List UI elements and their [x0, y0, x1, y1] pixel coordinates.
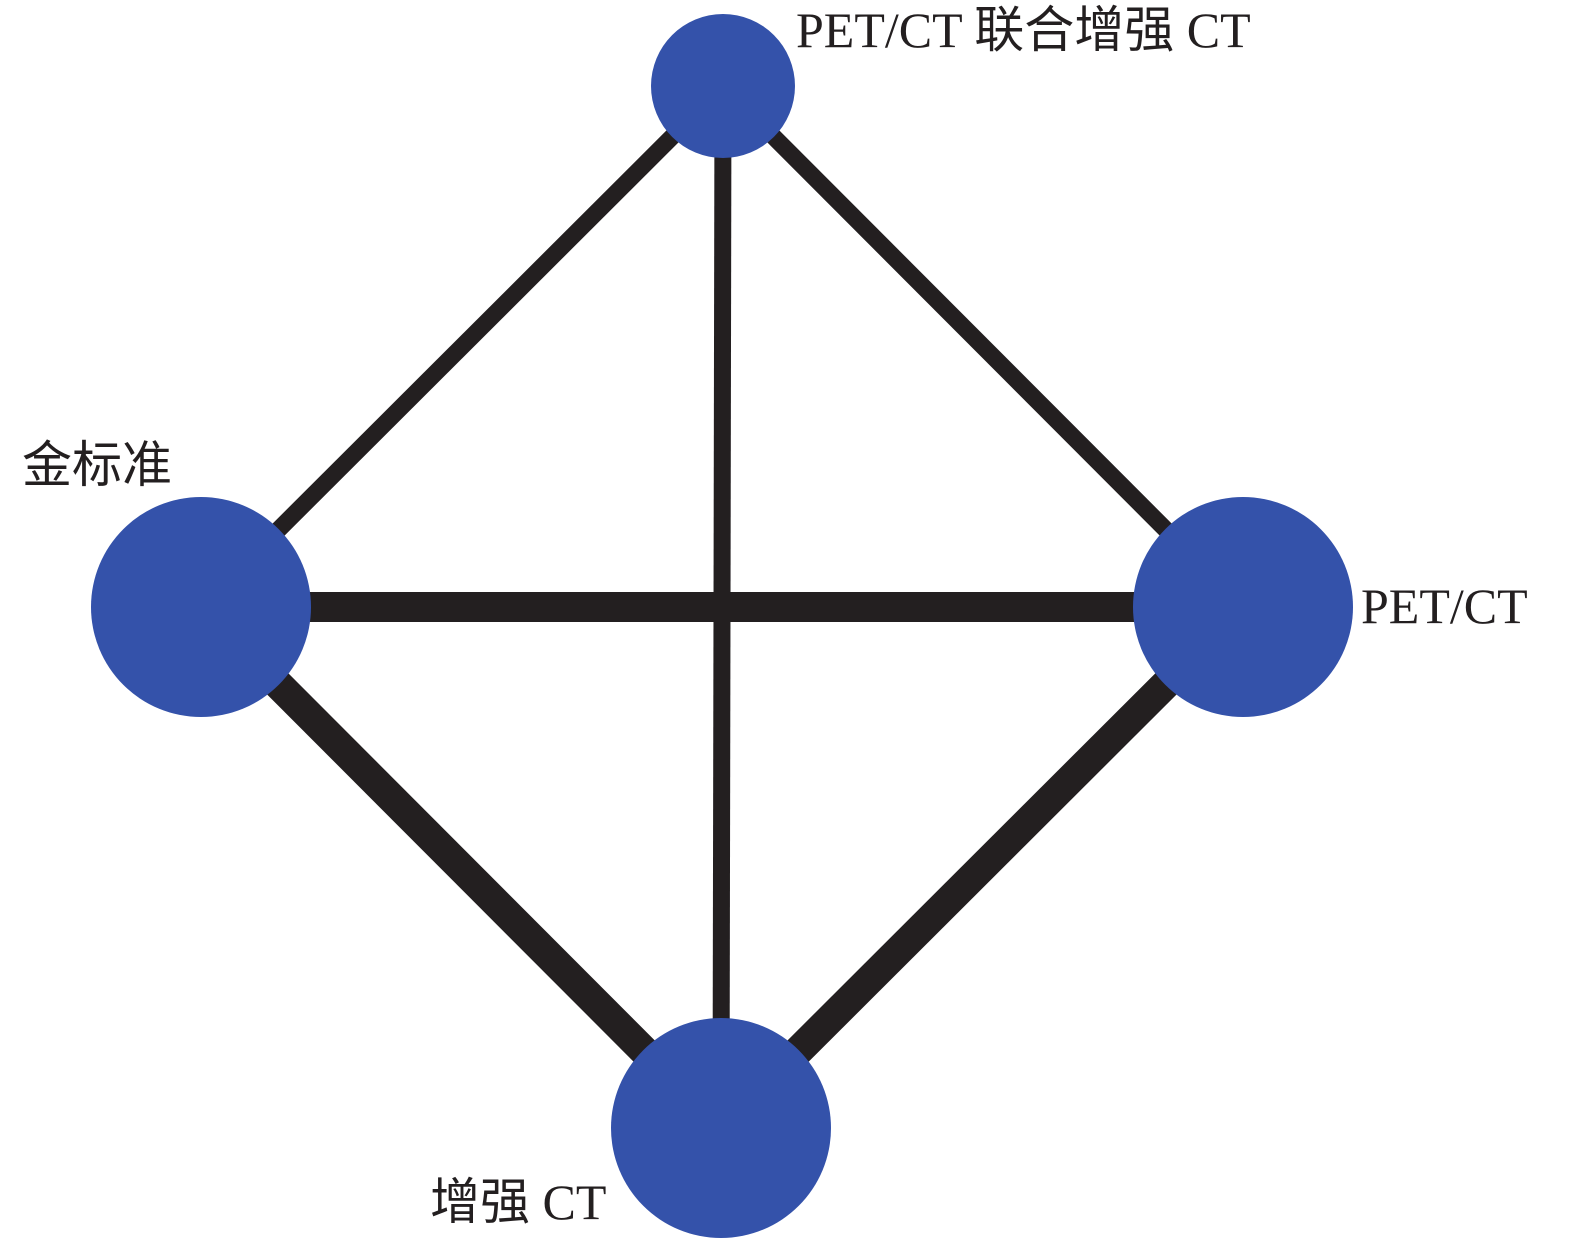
node-gold-standard: [91, 497, 311, 717]
edge-pet-ct-to-enhanced-ct: [710, 596, 1254, 1139]
edges-layer: [190, 79, 1254, 1139]
node-label-gold-standard: 金标准: [22, 437, 172, 493]
edge-pet-ct-combined-to-gold-standard: [194, 79, 730, 614]
node-label-pet-ct-combined: PET/CT 联合增强 CT: [796, 2, 1251, 58]
node-enhanced-ct: [611, 1018, 831, 1238]
node-pet-ct: [1133, 497, 1353, 717]
edge-pet-ct-combined-to-pet-ct: [716, 79, 1250, 614]
edge-gold-standard-to-enhanced-ct: [190, 596, 732, 1139]
node-pet-ct-combined: [651, 14, 795, 158]
labels-layer: PET/CT 联合增强 CT 金标准 PET/CT 增强 CT: [22, 2, 1528, 1230]
node-label-pet-ct: PET/CT: [1361, 578, 1528, 634]
node-label-enhanced-ct: 增强 CT: [430, 1174, 606, 1230]
nodes-layer: [91, 14, 1353, 1238]
